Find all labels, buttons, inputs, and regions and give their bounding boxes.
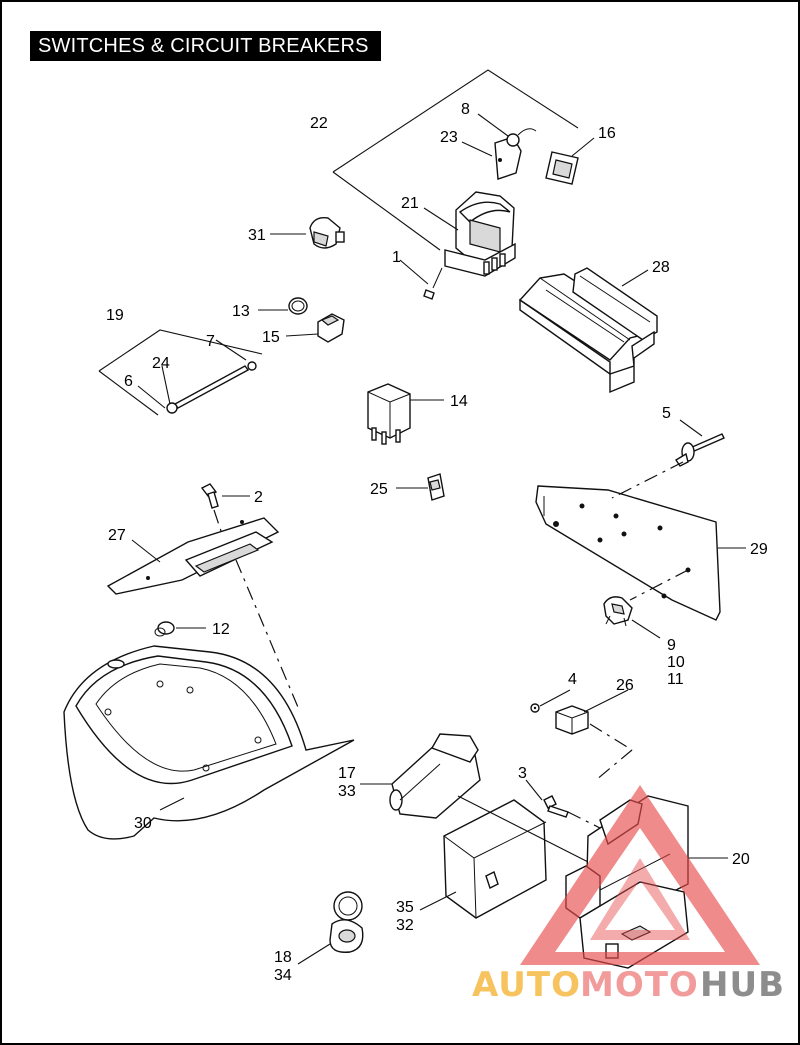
part-27-bracket — [106, 517, 280, 595]
callout-24: 24 — [152, 355, 170, 372]
part-25-fuse — [427, 473, 445, 501]
dash-line-module — [457, 795, 601, 869]
callout-26: 26 — [616, 677, 634, 694]
part-4-screw — [530, 703, 540, 713]
part-30-tray — [63, 645, 355, 840]
part-35-control-module — [443, 799, 547, 919]
callout-33: 33 — [338, 783, 356, 800]
callout-7: 7 — [206, 333, 215, 350]
leader-lines — [131, 113, 746, 965]
callout-22: 22 — [310, 115, 328, 132]
watermark-logo: AUTO MOTO HUB — [472, 785, 785, 1005]
callout-14: 14 — [450, 393, 468, 410]
callout-5: 5 — [662, 405, 671, 422]
part-28-breaker-cover — [518, 267, 658, 394]
part-21-ignition-switch — [444, 191, 516, 277]
callout-21: 21 — [401, 195, 419, 212]
part-2-bolt — [200, 483, 219, 509]
callout-20: 20 — [732, 851, 750, 868]
callout-29: 29 — [750, 541, 768, 558]
callout-30: 30 — [134, 815, 152, 832]
callout-18: 18 — [274, 949, 292, 966]
callout-32: 32 — [396, 917, 414, 934]
dash-line-3 — [567, 811, 601, 829]
dash-line-26b — [595, 749, 633, 781]
dash-line-2 — [213, 509, 225, 541]
callout-13: 13 — [232, 303, 250, 320]
dash-line-27 — [235, 559, 301, 713]
callout-34: 34 — [274, 967, 292, 984]
part-26-module — [555, 705, 589, 735]
part-29-mounting-plate — [535, 485, 721, 621]
dash-line-5 — [611, 461, 684, 499]
watermark-text-hub: HUB — [700, 965, 785, 1005]
callout-16: 16 — [598, 125, 616, 142]
group-19-bracket — [98, 329, 263, 416]
callout-31: 31 — [248, 227, 266, 244]
callout-11: 11 — [667, 671, 684, 688]
callout-1: 1 — [392, 249, 401, 266]
callout-25: 25 — [370, 481, 388, 498]
part-9-clip — [603, 596, 633, 627]
part-15-switch — [317, 313, 345, 343]
callout-8: 8 — [461, 101, 470, 118]
callout-labels: 22 8 23 16 21 1 31 28 13 15 19 7 24 6 14… — [106, 101, 768, 984]
callout-4: 4 — [568, 671, 577, 688]
part-12-grommet — [154, 621, 175, 637]
part-5-rivet — [675, 433, 725, 467]
callout-19: 19 — [106, 307, 124, 324]
watermark-inner-triangle — [590, 858, 690, 940]
part-3-bolt — [543, 795, 569, 818]
diagram-title: SWITCHES & CIRCUIT BREAKERS — [30, 31, 381, 61]
callout-2: 2 — [254, 489, 263, 506]
callout-27: 27 — [108, 527, 126, 544]
part-16-plate — [545, 151, 579, 185]
dash-line-29 — [629, 569, 689, 601]
callout-17: 17 — [338, 765, 356, 782]
callout-28: 28 — [652, 259, 670, 276]
callout-3: 3 — [518, 765, 527, 782]
part-31-connector — [309, 217, 345, 249]
callout-10: 10 — [667, 654, 685, 671]
callout-9: 9 — [667, 637, 676, 654]
group-22-bracket — [332, 69, 579, 251]
watermark-triangle — [520, 785, 760, 965]
part-1-screw — [423, 267, 443, 300]
dash-line-26 — [589, 723, 633, 751]
watermark-text-auto: AUTO — [472, 965, 581, 1005]
part-24-wire — [166, 361, 257, 414]
callout-23: 23 — [440, 129, 458, 146]
callout-35: 35 — [396, 899, 414, 916]
part-23-key-switch — [494, 128, 537, 180]
part-18-key-fob — [329, 891, 364, 953]
callout-12: 12 — [212, 621, 230, 638]
part-17-module — [389, 733, 481, 819]
callout-6: 6 — [124, 373, 133, 390]
watermark-text-moto: MOTO — [580, 965, 699, 1005]
part-13-o-ring — [288, 297, 308, 315]
callout-15: 15 — [262, 329, 280, 346]
part-20-bracket-assembly — [565, 795, 689, 969]
part-14-relay — [367, 383, 411, 445]
